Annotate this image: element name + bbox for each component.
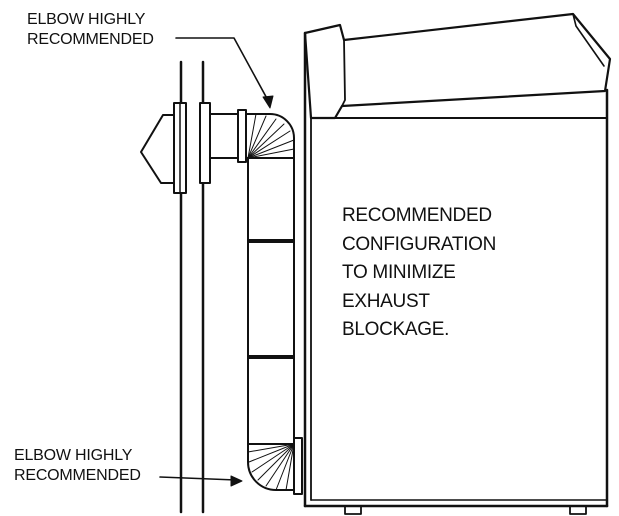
- configuration-label-line-4: EXHAUST: [342, 290, 430, 312]
- configuration-label-line-2: CONFIGURATION: [342, 233, 497, 255]
- configuration-label-line-1: RECOMMENDED: [342, 205, 492, 226]
- elbow-bottom-label-line-2: RECOMMENDED: [14, 467, 141, 484]
- bottom-label-arrow: [159, 475, 243, 487]
- elbow-bottom-label-line-1: ELBOW HIGHLY: [14, 447, 133, 464]
- horizontal-duct-top: [209, 109, 247, 163]
- elbow-top-label-line-1: ELBOW HIGHLY: [27, 11, 146, 28]
- elbow-top-label: ELBOW HIGHLY RECOMMENDED: [27, 10, 154, 50]
- top-elbow: [245, 113, 295, 161]
- wall-flange: [199, 102, 211, 184]
- configuration-label-line-3: TO MINIMIZE: [342, 262, 456, 283]
- elbow-top-label-line-2: RECOMMENDED: [27, 31, 154, 48]
- configuration-label-line-5: BLOCKAGE.: [342, 319, 450, 340]
- dryer-cabinet: [303, 12, 612, 515]
- elbow-bottom-label: ELBOW HIGHLY RECOMMENDED: [14, 446, 141, 486]
- wall-vent-hood: [140, 102, 187, 194]
- vertical-duct: [247, 157, 295, 445]
- configuration-label: RECOMMENDED CONFIGURATION TO MINIMIZE EX…: [342, 202, 496, 345]
- bottom-elbow: [247, 437, 303, 495]
- top-label-arrow: [175, 37, 274, 109]
